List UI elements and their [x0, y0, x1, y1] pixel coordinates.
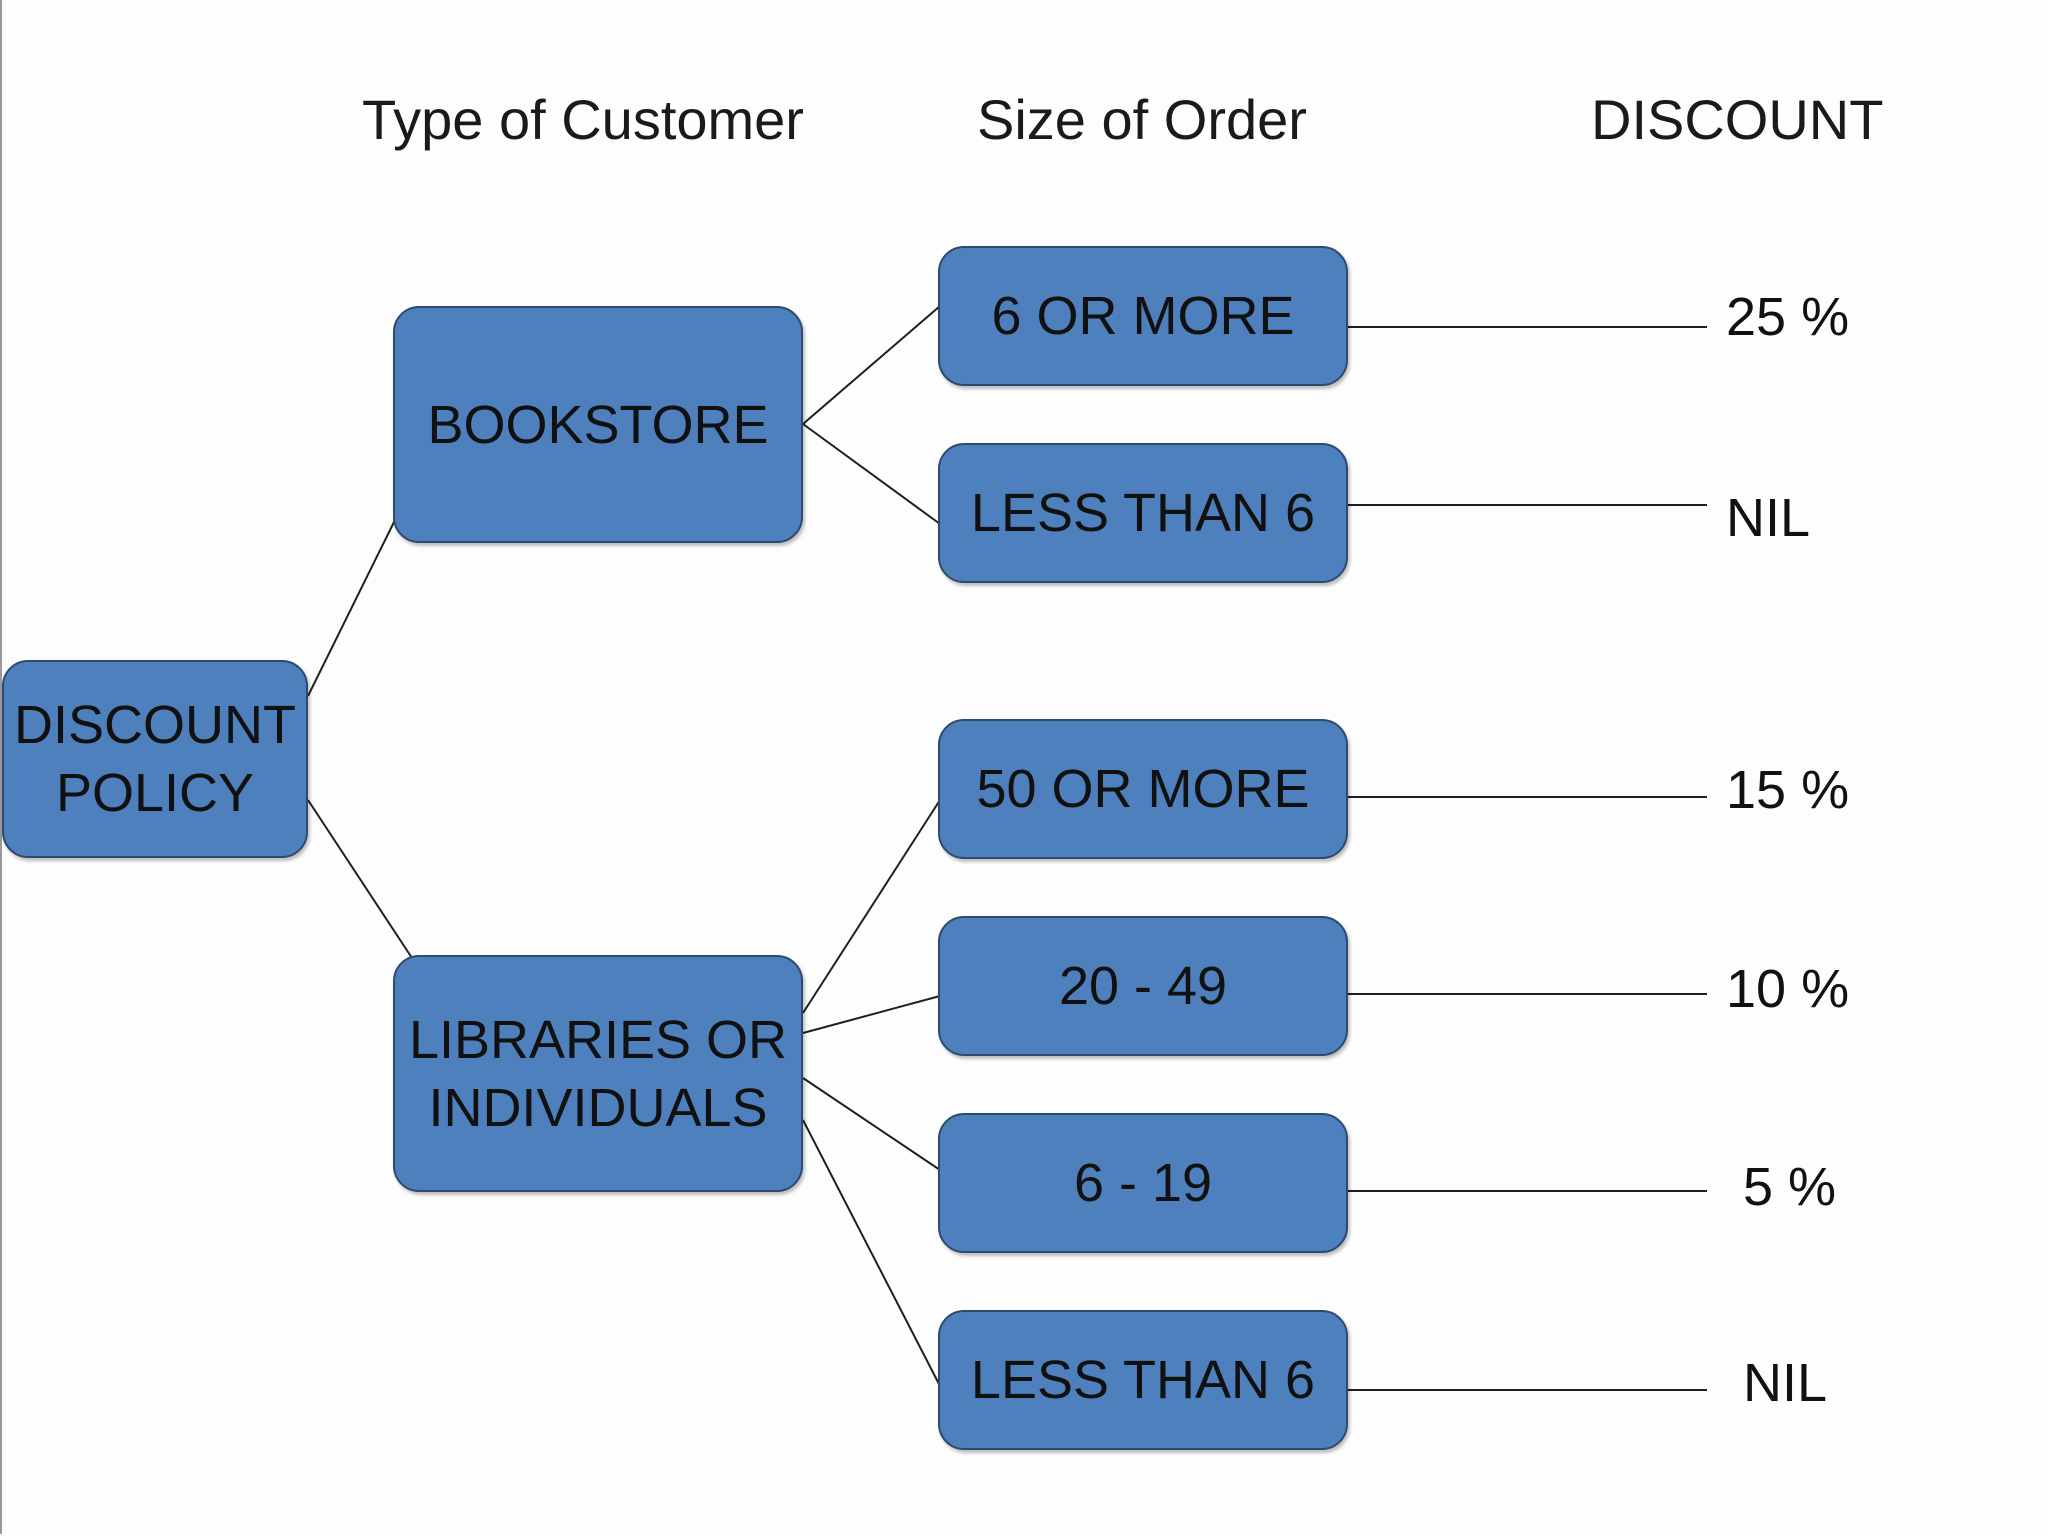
header-order-size: Size of Order	[977, 88, 1307, 151]
order-node-6-or-more: 6 OR MORE	[938, 246, 1348, 386]
header-discount: DISCOUNT	[1591, 88, 1884, 151]
discount-value-15: 15 %	[1726, 760, 1850, 820]
customer-node-bookstore: BOOKSTORE	[393, 306, 803, 543]
link-root-bookstore	[307, 519, 396, 697]
discount-value-5: 5 %	[1743, 1157, 1837, 1217]
discount-value-25: 25 %	[1726, 287, 1850, 347]
order-node-20-49: 20 - 49	[938, 916, 1348, 1056]
discount-value-10: 10 %	[1726, 959, 1850, 1019]
discount-value-nil-libraries: NIL	[1743, 1353, 1828, 1413]
root-node-discount-policy: DISCOUNT POLICY	[2, 660, 308, 858]
link-bookstore-6-or-more	[802, 305, 941, 425]
link-libraries-6-19	[802, 1077, 941, 1171]
link-root-libraries	[307, 799, 413, 959]
link-libraries-less-than-6	[802, 1119, 941, 1387]
order-node-50-or-more: 50 OR MORE	[938, 719, 1348, 859]
link-libraries-50-or-more	[802, 799, 941, 1014]
order-node-libraries-less-than-6: LESS THAN 6	[938, 1310, 1348, 1450]
order-node-6-19: 6 - 19	[938, 1113, 1348, 1253]
header-customer-type: Type of Customer	[362, 88, 804, 151]
discount-value-nil-bookstore: NIL	[1726, 488, 1811, 548]
link-libraries-20-49	[802, 995, 941, 1034]
link-bookstore-less-than-6	[802, 423, 941, 525]
customer-node-libraries-or-individuals: LIBRARIES OR INDIVIDUALS	[393, 955, 803, 1192]
order-node-bookstore-less-than-6: LESS THAN 6	[938, 443, 1348, 583]
